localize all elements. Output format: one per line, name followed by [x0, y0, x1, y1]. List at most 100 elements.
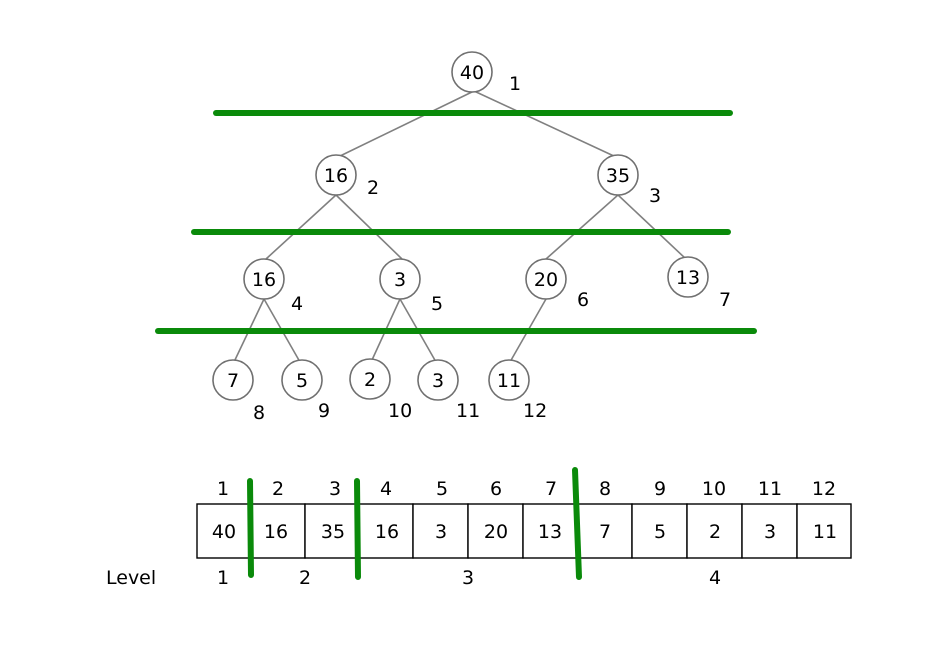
node-value: 40 — [460, 62, 484, 84]
tree-edges — [233, 90, 687, 363]
level-number: 2 — [299, 567, 311, 589]
array-value: 11 — [813, 521, 837, 543]
array-index-labels: 1 2 3 4 5 6 7 8 9 10 11 12 — [217, 478, 836, 500]
level-number: 4 — [709, 567, 721, 589]
tree-node-6: 20 6 — [525, 258, 589, 311]
node-index: 2 — [367, 177, 379, 199]
array-value: 5 — [654, 521, 666, 543]
array-value: 35 — [321, 521, 345, 543]
node-index: 8 — [253, 402, 265, 424]
node-circle — [488, 359, 530, 401]
array-cell — [412, 503, 469, 559]
array-index: 8 — [599, 478, 611, 500]
edge-2-5 — [335, 194, 403, 260]
array-cell — [196, 503, 252, 559]
node-circle — [281, 359, 323, 401]
node-circle — [597, 154, 639, 196]
array-cell — [304, 503, 360, 559]
array-index: 1 — [217, 478, 229, 500]
array-value: 16 — [375, 521, 399, 543]
tree-node-5: 3 5 — [379, 258, 443, 315]
array-index: 4 — [380, 478, 392, 500]
node-index: 1 — [509, 73, 521, 95]
edge-1-3 — [473, 90, 617, 158]
array-cell — [796, 503, 852, 559]
level-number: 1 — [217, 567, 229, 589]
node-value: 35 — [606, 165, 630, 187]
node-value: 11 — [497, 370, 521, 392]
tree-node-4: 16 4 — [243, 258, 303, 315]
array-value: 20 — [484, 521, 508, 543]
array-divider-3 — [572, 467, 582, 580]
level-label: Level — [106, 567, 156, 589]
tree-node-12: 11 12 — [488, 359, 547, 422]
node-value: 5 — [296, 370, 308, 392]
tree-node-9: 5 9 — [281, 359, 330, 422]
tree-node-1: 40 1 — [451, 51, 521, 95]
array-value: 2 — [709, 521, 721, 543]
array-level-row: Level 1 2 3 4 — [106, 567, 721, 589]
array-cell — [631, 503, 688, 559]
array-index: 9 — [654, 478, 666, 500]
array-value: 3 — [764, 521, 776, 543]
array-cell — [358, 503, 414, 559]
array-value: 3 — [435, 521, 447, 543]
node-value: 2 — [364, 369, 376, 391]
edge-1-2 — [337, 90, 475, 158]
node-circle — [243, 258, 285, 300]
node-value: 3 — [432, 370, 444, 392]
tree-node-3: 35 3 — [597, 154, 661, 207]
node-index: 9 — [318, 400, 330, 422]
edge-3-7 — [617, 194, 687, 260]
array-cell — [577, 503, 633, 559]
array-index: 5 — [436, 478, 448, 500]
tree-node-8: 7 8 — [212, 359, 265, 424]
node-index: 10 — [388, 400, 412, 422]
tree-node-10: 2 10 — [349, 358, 412, 422]
node-value: 13 — [676, 267, 700, 289]
node-circle — [417, 359, 459, 401]
array-values: 40 16 35 16 3 20 13 7 5 2 3 11 — [212, 521, 837, 543]
node-index: 6 — [577, 289, 589, 311]
array-cell — [250, 503, 306, 559]
array-index: 3 — [329, 478, 341, 500]
node-circle — [525, 258, 567, 300]
array-index: 2 — [272, 478, 284, 500]
node-circle — [349, 358, 391, 400]
node-index: 7 — [719, 289, 731, 311]
node-index: 4 — [291, 293, 303, 315]
node-value: 3 — [394, 269, 406, 291]
array-index: 11 — [758, 478, 782, 500]
tree-node-7: 13 7 — [667, 256, 731, 311]
tree-node-11: 3 11 — [417, 359, 480, 422]
node-circle — [451, 51, 493, 93]
tree-level-dividers — [155, 110, 757, 334]
array-index: 7 — [545, 478, 557, 500]
node-index: 11 — [456, 400, 480, 422]
node-value: 7 — [227, 370, 239, 392]
tree-node-2: 16 2 — [315, 154, 379, 199]
array-index: 6 — [490, 478, 502, 500]
array-value: 7 — [599, 521, 611, 543]
level-number: 3 — [462, 567, 474, 589]
array-value: 40 — [212, 521, 236, 543]
array-divider-2 — [354, 478, 361, 580]
node-index: 5 — [431, 293, 443, 315]
array-value: 13 — [538, 521, 562, 543]
tree-nodes: 40 1 16 2 35 3 16 4 3 5 20 6 — [212, 51, 731, 424]
array-index: 12 — [812, 478, 836, 500]
array-value: 16 — [264, 521, 288, 543]
array-index: 10 — [702, 478, 726, 500]
node-value: 16 — [252, 269, 276, 291]
array-cells — [196, 503, 852, 559]
node-circle — [379, 258, 421, 300]
node-circle — [315, 154, 357, 196]
node-circle — [667, 256, 709, 298]
array-level-dividers — [247, 467, 582, 580]
node-value: 16 — [324, 165, 348, 187]
array-divider-1 — [247, 478, 254, 578]
node-index: 12 — [523, 400, 547, 422]
node-value: 20 — [534, 269, 558, 291]
node-circle — [212, 359, 254, 401]
